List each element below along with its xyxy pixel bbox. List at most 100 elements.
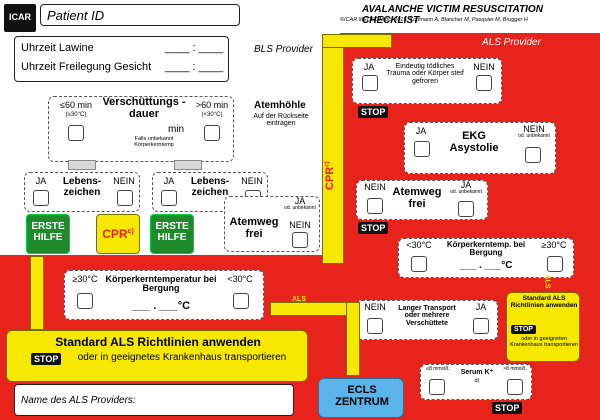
time-freilegung-input[interactable]: ____ : ____ (165, 61, 224, 73)
standard-bottom-stop: STOP (31, 353, 62, 365)
ekg-title: EKG Asystolie (449, 130, 499, 154)
icar-logo: ICAR (4, 4, 36, 32)
cpr-sup: c) (127, 228, 134, 235)
time-freilegung-label: Uhrzeit Freilegung Gesicht (21, 61, 152, 73)
trauma-nein: NEIN (473, 62, 495, 72)
dauer-gt60: >60 min (195, 100, 229, 110)
standard-bottom-text: oder in geeignetes Krankenhaus transport… (77, 352, 287, 363)
bls-provider-label: BLS Provider (254, 44, 313, 55)
als-tag-bottom: ALS (292, 296, 306, 303)
temp-right-title: Körperkerntemp. bei Bergung (446, 240, 526, 258)
dauer-box: ≤60 min (≥30°C) Verschüttungs -dauer min… (48, 96, 234, 162)
temp-right-blank[interactable]: ___ . ___°C (459, 260, 513, 271)
atemweg-als-nein-checkbox[interactable] (367, 198, 383, 214)
ekg-nein: NEIN (523, 124, 545, 134)
trauma-ja: JA (363, 62, 375, 72)
trauma-nein-checkbox[interactable] (476, 75, 492, 91)
time-lawine-label: Uhrzeit Lawine (21, 42, 94, 54)
gray-arrow-left (68, 160, 96, 170)
cpr-badge: CPRc) (96, 214, 140, 254)
serum-right-checkbox[interactable] (507, 379, 523, 395)
dauer-title: Verschüttungs -dauer (102, 96, 186, 120)
atemweg-bls-title: Atemweg frei (229, 216, 279, 240)
dauer-le60: ≤60 min (60, 100, 92, 110)
dauer-le60-sub: (≥30°C) (65, 112, 87, 118)
als-name-label: Name des ALS Providers: (21, 395, 136, 406)
leben-right-box: JA Lebens- zeichen NEIN (152, 172, 268, 212)
time-lawine-input[interactable]: ____ : ____ (165, 42, 224, 54)
leben-left-ja-checkbox[interactable] (33, 190, 49, 206)
dauer-gt60-checkbox[interactable] (204, 125, 220, 141)
als-name-box[interactable]: Name des ALS Providers: (14, 384, 294, 416)
serum-sup: d) (474, 378, 480, 384)
transport-ja-checkbox[interactable] (473, 318, 489, 334)
atemweg-als-ja-checkbox[interactable] (458, 201, 474, 217)
leben-right-nein: NEIN (241, 176, 263, 186)
dauer-le60-checkbox[interactable] (68, 125, 84, 141)
temp-right-lt30-checkbox[interactable] (411, 256, 427, 272)
temp-bottom-ge30: ≥30°C (72, 274, 98, 284)
leben-right-ja-checkbox[interactable] (161, 190, 177, 206)
stop-atemweg: STOP (358, 222, 389, 234)
dauer-unknown: Falls unbekannt Körperkerntemp (134, 136, 174, 148)
temp-bottom-lt30: <30°C (227, 274, 253, 284)
page-subtitle: ©ICAR MEDCOM,oct 2015, Kottmann A, Blanc… (340, 17, 528, 23)
ekg-nein-checkbox[interactable] (525, 147, 541, 163)
temp-bottom-lt30-checkbox[interactable] (233, 293, 249, 309)
atemweg-als-title: Atemweg frei (392, 186, 442, 210)
temp-bottom-blank[interactable]: ___ . ___°C (131, 300, 191, 312)
atemhoehle-title: Atemhöhle (254, 100, 306, 111)
serum-left-checkbox[interactable] (429, 379, 445, 395)
transport-nein: NEIN (364, 302, 386, 312)
atemweg-bls-nein: NEIN (289, 220, 311, 230)
patient-id-box[interactable]: Patient ID (40, 4, 240, 26)
temp-bottom-ge30-checkbox[interactable] (77, 293, 93, 309)
dauer-min: min (167, 124, 185, 135)
leben-left-nein: NEIN (113, 176, 135, 186)
leben-left-nein-checkbox[interactable] (117, 190, 133, 206)
yellow-arrow-ecls-vertical (346, 302, 360, 376)
trauma-text: Eindeutig tödliches Trauma oder Körper s… (386, 63, 464, 85)
erste-hilfe-right: ERSTE HILFE (150, 214, 194, 254)
atemhoehle-sub: Auf der Rückseite eintragen (253, 113, 309, 127)
serum-box: ≤8 mmol/L Serum K⁺ d) >8 mmol/L (420, 364, 532, 400)
trauma-ja-checkbox[interactable] (362, 75, 378, 91)
times-box: Uhrzeit Lawine ____ : ____ Uhrzeit Freil… (14, 36, 229, 82)
standard-right-stop: STOP (511, 325, 536, 334)
leben-right-ja: JA (163, 176, 175, 186)
yellow-arrow-standard (30, 256, 44, 330)
ecls-box: ECLS ZENTRUM (318, 378, 404, 418)
ecls-label: ECLS ZENTRUM (335, 384, 389, 408)
temp-right-box: <30°C Körperkerntemp. bei Bergung ___ . … (398, 238, 574, 278)
atemweg-bls-ja-sub: od. unbekannt (284, 205, 316, 211)
als-tag-right: ALS (543, 274, 551, 289)
temp-right-lt30: <30°C (406, 240, 432, 250)
standard-right-box: Standard ALS Richtlinien anwenden STOP o… (506, 292, 580, 362)
atemweg-als-box: NEIN Atemweg frei JA od. unbekannt (356, 180, 488, 220)
transport-ja: JA (475, 302, 487, 312)
ekg-ja-checkbox[interactable] (414, 141, 430, 157)
cpr-label: CPR (102, 227, 128, 241)
serum-left: ≤8 mmol/L (426, 366, 450, 372)
stop-trauma: STOP (358, 106, 389, 118)
atemweg-als-ja-sub: od. unbekannt (450, 189, 482, 195)
atemweg-bls-nein-checkbox[interactable] (292, 232, 308, 248)
atemweg-als-ja: JA (460, 180, 472, 190)
standard-right-title: Standard ALS Richtlinien anwenden (510, 295, 578, 309)
als-provider-label: ALS Provider (482, 37, 541, 48)
standard-bottom-box: Standard ALS Richtlinien anwenden STOP o… (6, 330, 308, 382)
ekg-nein-sub: od. unbekannt (518, 133, 550, 139)
leben-left-box: JA Lebens- zeichen NEIN (24, 172, 140, 212)
ekg-box: JA EKG Asystolie NEIN od. unbekannt (404, 122, 556, 174)
temp-bottom-box: ≥30°C Körperkerntemperatur bei Bergung _… (64, 270, 264, 320)
transport-nein-checkbox[interactable] (367, 318, 383, 334)
temp-right-ge30-checkbox[interactable] (547, 256, 563, 272)
standard-right-text: oder in geeigneten Krankenhaus transport… (510, 336, 578, 348)
atemweg-als-nein: NEIN (364, 182, 386, 192)
stop-serum: STOP (492, 402, 523, 414)
atemweg-bls-box: JA od. unbekannt Atemweg frei NEIN (224, 196, 320, 252)
leben-right-title: Lebens- zeichen (190, 176, 230, 198)
transport-text: Langer Transport oder mehrere Verschütte… (398, 305, 456, 327)
cpr-vertical-label: CPR (324, 166, 336, 190)
trauma-box: JA Eindeutig tödliches Trauma oder Körpe… (352, 58, 502, 104)
